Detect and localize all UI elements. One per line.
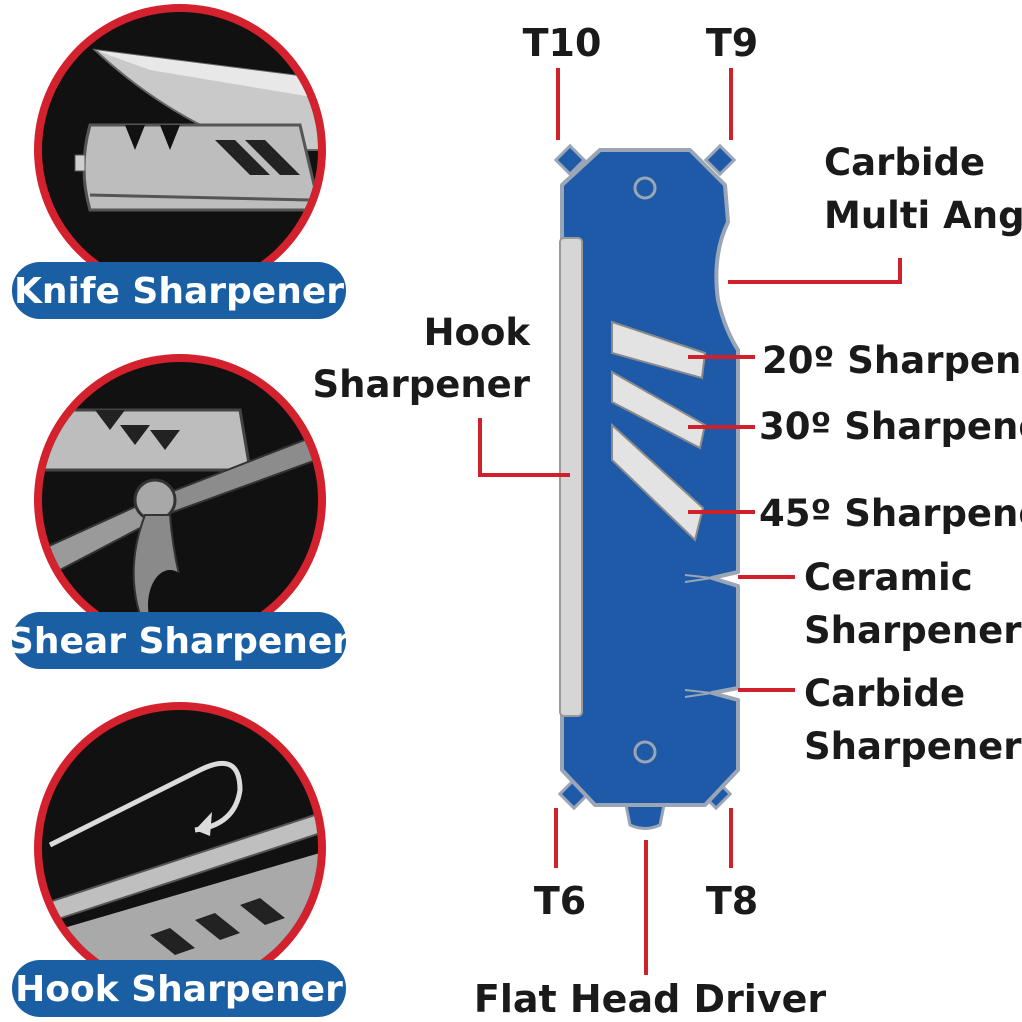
panel-label: Hook Sharpener <box>15 969 343 1010</box>
knife-illustration <box>74 48 318 212</box>
label-pill <box>12 612 346 669</box>
sharpener-body-icon <box>42 808 318 927</box>
label-t9: T9 <box>706 21 758 65</box>
label-flat-head-driver: Flat Head Driver <box>474 977 827 1021</box>
label-pill <box>12 262 346 319</box>
label-ceramic-sharpener-2: Sharpener <box>804 609 1022 652</box>
fish-hook-icon <box>48 760 243 848</box>
flat-head-driver-icon <box>623 798 667 830</box>
label-carbide-sharpener-1: Carbide <box>804 672 965 715</box>
label-20-sharpener: 20º Sharpener <box>762 339 1022 382</box>
label-pill <box>12 960 346 1017</box>
slot-20-icon <box>611 320 707 380</box>
label-hook-sharpener-2: Sharpener <box>313 363 531 406</box>
shears-illustration <box>42 408 318 638</box>
screw-icon <box>633 740 657 764</box>
label-t10: T10 <box>523 21 602 65</box>
label-carbide-multi-angle-2: Multi Angle <box>824 194 1022 237</box>
labels: T10 T9 Carbide Multi Angle Hook Sharpene… <box>313 21 1022 1021</box>
t10-bit-icon <box>553 143 587 177</box>
slot-45-icon <box>611 422 705 542</box>
hook-sharpener-panel: Hook Sharpener <box>12 702 346 1017</box>
label-carbide-sharpener-2: Sharpener <box>804 725 1022 768</box>
knife-sharpener-panel: Knife Sharpener <box>12 4 346 319</box>
label-hook-sharpener-1: Hook <box>424 311 532 354</box>
slot-30-icon <box>611 370 707 450</box>
label-carbide-multi-angle-1: Carbide <box>824 141 985 184</box>
leader-lines <box>478 68 902 975</box>
label-t8: T8 <box>706 879 758 923</box>
panel-label: Knife Sharpener <box>14 271 344 312</box>
screw-icon <box>633 176 657 200</box>
label-30-sharpener: 30º Sharpener <box>759 405 1022 448</box>
sharpener-body-icon <box>42 408 252 472</box>
label-ceramic-sharpener-1: Ceramic <box>804 556 973 599</box>
label-t6: T6 <box>534 879 586 923</box>
shear-sharpener-panel: Shear Sharpener <box>8 354 350 669</box>
t9-bit-icon <box>703 143 737 177</box>
multitool-sharpener <box>553 143 740 830</box>
panel-label: Shear Sharpener <box>8 621 350 662</box>
label-45-sharpener: 45º Sharpener <box>759 492 1022 535</box>
